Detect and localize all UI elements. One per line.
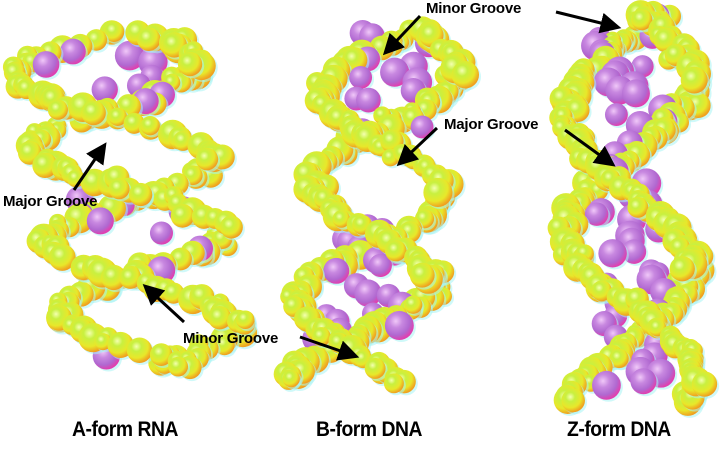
- label-a-b-minor: Minor Groove: [183, 330, 279, 347]
- b-major-groove-arrow: [396, 126, 439, 167]
- a-form-rna-model: [2, 20, 260, 382]
- helix-models: [2, 0, 720, 418]
- label-b-z-minor-top: Minor Groove: [426, 0, 522, 17]
- z-major-groove-arrow: [564, 128, 616, 167]
- a-major-groove-arrow: [72, 142, 107, 191]
- caption-a-form-rna: A-form RNA: [72, 418, 178, 441]
- b-minor-groove-arrow-top: [382, 14, 422, 56]
- z-minor-groove-arrow-top: [555, 10, 622, 34]
- label-b-z-major: Major Groove: [444, 116, 539, 133]
- label-a-major: Major Groove: [3, 193, 98, 210]
- b-minor-groove-arrow-bottom: [299, 335, 360, 361]
- caption-b-form-dna: B-form DNA: [316, 418, 422, 441]
- z-form-dna-model: [547, 0, 720, 418]
- a-minor-groove-arrow: [142, 283, 186, 324]
- caption-z-form-dna: Z-form DNA: [567, 418, 671, 441]
- groove-arrows: [72, 10, 622, 361]
